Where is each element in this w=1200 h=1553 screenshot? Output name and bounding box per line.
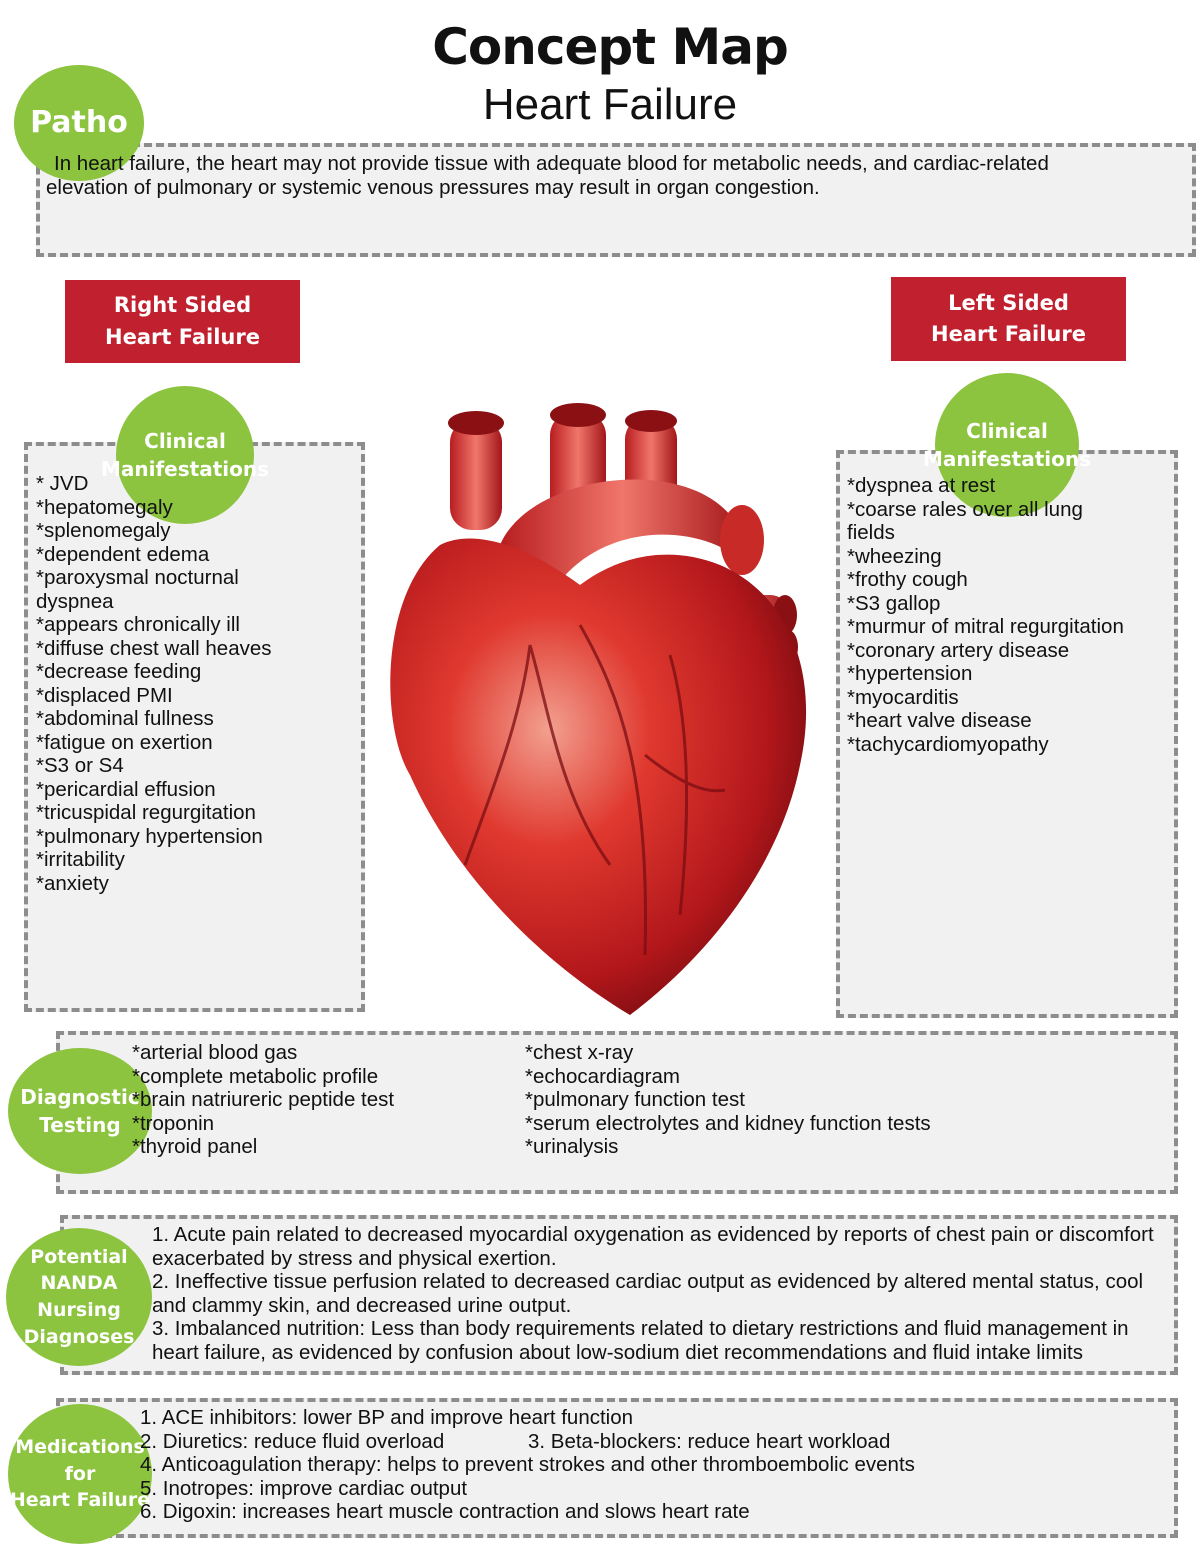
list-item: *coronary artery disease [847, 638, 1070, 662]
list-item: *pulmonary hypertension [36, 824, 263, 848]
list-item: *murmur of mitral regurgitation [847, 615, 1124, 638]
list-item: *S3 gallop [847, 591, 941, 615]
nanda-circle: Potential NANDA Nursing Diagnoses [6, 1228, 152, 1366]
list-item: *dependent edema [36, 542, 210, 566]
list-item: *complete metabolic profile [132, 1064, 379, 1088]
list-item: *paroxysmal nocturnal [36, 566, 239, 589]
list-item: *urinalysis [525, 1135, 619, 1158]
list-item: 2. Ineffective tissue perfusion related … [152, 1270, 1144, 1317]
list-item: *troponin [132, 1111, 215, 1135]
medications-circle: Medications for Heart Failure [8, 1404, 152, 1544]
list-item: *myocarditis [847, 685, 959, 709]
list-item: 6. Digoxin: increases heart muscle contr… [140, 1500, 750, 1523]
med-beta-blockers: 3. Beta-blockers: reduce heart workload [528, 1429, 891, 1453]
left-sided-header: Left Sided Heart Failure [891, 277, 1126, 361]
patho-circle: Patho [14, 65, 144, 181]
diagnostic-col2: *chest x-ray *echocardiagram *pulmonary … [525, 1041, 931, 1159]
list-item: *heart valve disease [847, 709, 1032, 732]
page-title: Concept Map [432, 18, 789, 76]
heart-illustration [390, 403, 807, 1015]
list-item: fields [847, 521, 895, 544]
list-item: dyspnea [36, 589, 114, 613]
diagnostic-circle: Diagnostic Testing [8, 1048, 152, 1174]
left-sided-box [836, 450, 1178, 1018]
nanda-list: 1. Acute pain related to decreased myoca… [152, 1223, 1170, 1373]
right-sided-header: Right Sided Heart Failure [65, 280, 300, 363]
patho-box [36, 143, 1196, 257]
list-item: 1. ACE inhibitors: lower BP and improve … [140, 1406, 634, 1429]
list-item: *hypertension [847, 662, 973, 685]
list-item: *appears chronically ill [36, 613, 240, 636]
patho-text: In heart failure, the heart may not prov… [46, 152, 1126, 199]
list-item: *splenomegaly [36, 519, 171, 542]
list-item: *coarse rales over all lung [847, 497, 1083, 521]
coronary-vessels [463, 624, 726, 956]
right-clinical-circle: Clinical Manifestations [101, 386, 269, 524]
list-item: *wheezing [847, 544, 942, 568]
list-item: *fatigue on exertion [36, 730, 213, 754]
med-diuretics: 2. Diuretics: reduce fluid overload [140, 1429, 445, 1453]
heart-body [390, 538, 807, 1015]
left-clinical-circle: Clinical Manifestations [923, 373, 1091, 517]
diagnostic-box [56, 1031, 1178, 1194]
right-sided-list: * JVD *hepatomegaly *splenomegaly *depen… [36, 472, 272, 895]
list-item: 1. Acute pain related to decreased myoca… [152, 1223, 1154, 1270]
list-item: *echocardiagram [525, 1064, 680, 1088]
list-item: 4. Anticoagulation therapy: helps to pre… [140, 1453, 915, 1476]
list-item: *tachycardiomyopathy [847, 732, 1049, 756]
list-item: *frothy cough [847, 568, 968, 591]
list-item: *S3 or S4 [36, 754, 124, 777]
page-subtitle: Heart Failure [482, 80, 738, 129]
list-item: *tricuspidal regurgitation [36, 801, 256, 824]
list-item: *hepatomegaly [36, 495, 173, 519]
list-item: 2. Diuretics: reduce fluid overload 3. Be… [140, 1430, 915, 1454]
list-item: *displaced PMI [36, 683, 173, 707]
medications-list: 1. ACE inhibitors: lower BP and improve … [140, 1406, 915, 1524]
list-item: *abdominal fullness [36, 707, 214, 730]
list-item: *pericardial effusion [36, 777, 216, 801]
list-item: 3. Imbalanced nutrition: Less than body … [152, 1317, 1129, 1364]
diagnostic-col1: *arterial blood gas *complete metabolic … [132, 1041, 394, 1159]
list-item: *thyroid panel [132, 1135, 258, 1158]
list-item: *pulmonary function test [525, 1088, 745, 1111]
patho-paragraph: In heart failure, the heart may not prov… [46, 152, 1049, 199]
list-item: *decrease feeding [36, 660, 202, 683]
left-sided-list: *dyspnea at rest *coarse rales over all … [847, 474, 1124, 756]
list-item: 5. Inotropes: improve cardiac output [140, 1476, 468, 1500]
list-item: * JVD [36, 472, 89, 495]
list-item: *arterial blood gas [132, 1041, 298, 1064]
list-item: *dyspnea at rest [847, 474, 996, 497]
list-item: *chest x-ray [525, 1041, 634, 1064]
list-item: *diffuse chest wall heaves [36, 636, 272, 660]
list-item: *irritability [36, 848, 125, 871]
list-item: *anxiety [36, 871, 109, 895]
list-item: *serum electrolytes and kidney function … [525, 1111, 931, 1135]
list-item: *brain natriureric peptide test [132, 1088, 395, 1111]
